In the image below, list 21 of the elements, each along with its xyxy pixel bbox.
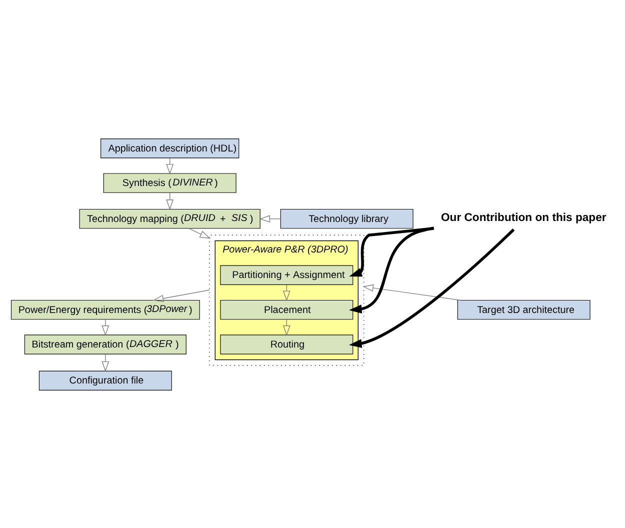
arrow bbox=[348, 228, 515, 348]
arrow bbox=[362, 284, 461, 300]
node-text: Our Contribution on this paper bbox=[441, 211, 606, 224]
node-box: Synthesis (DIVINER) bbox=[103, 172, 236, 192]
arrow bbox=[102, 318, 110, 336]
node-box: Partitioning + Assignment bbox=[220, 264, 354, 284]
node-box: Bitstream generation (DAGGER) bbox=[24, 334, 186, 354]
node-box: Technology library bbox=[280, 208, 414, 228]
arrow bbox=[102, 353, 110, 372]
arrow bbox=[152, 289, 210, 302]
node-box: Technology mapping (DRUID + SIS) bbox=[79, 208, 260, 228]
node-box: Target 3D architecture bbox=[457, 299, 590, 320]
arrow bbox=[188, 228, 210, 238]
node-box: Application description (HDL) bbox=[100, 138, 240, 158]
node-box: Configuration file bbox=[38, 370, 172, 390]
arrow bbox=[259, 214, 281, 222]
node-box: Placement bbox=[220, 299, 354, 320]
node-box: Power/Energy requirements (3DPower) bbox=[10, 299, 200, 320]
node-box: Routing bbox=[220, 334, 354, 354]
arrow bbox=[349, 226, 434, 276]
arrow bbox=[348, 226, 434, 314]
